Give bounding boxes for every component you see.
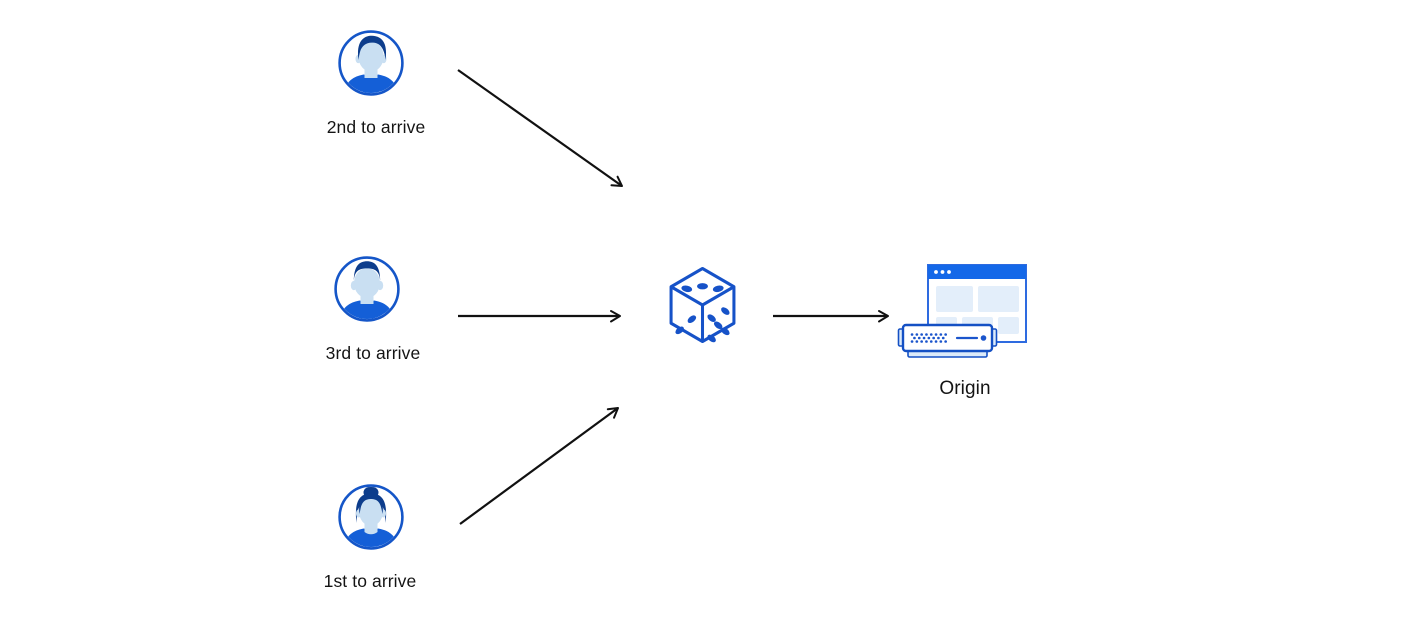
female-user-avatar-icon	[338, 484, 404, 550]
male-user-avatar-icon	[338, 30, 404, 96]
origin-label: Origin	[939, 378, 991, 399]
arrow-visitor2-to-dice	[457, 69, 623, 187]
random-node	[666, 264, 739, 346]
visitor2-label: 2nd to arrive	[326, 117, 426, 137]
dice-icon	[669, 266, 736, 344]
male-user-avatar-icon	[334, 256, 400, 322]
visitor3-label: 3rd to arrive	[325, 343, 421, 363]
origin-server-icon	[897, 264, 1027, 358]
visitor1-label: 1st to arrive	[323, 571, 417, 591]
visitor1-node	[337, 483, 405, 551]
arrow-visitor1-to-dice	[459, 407, 619, 525]
origin-node	[896, 258, 1028, 366]
visitor3-node	[333, 255, 401, 323]
visitor2-node	[337, 29, 405, 97]
